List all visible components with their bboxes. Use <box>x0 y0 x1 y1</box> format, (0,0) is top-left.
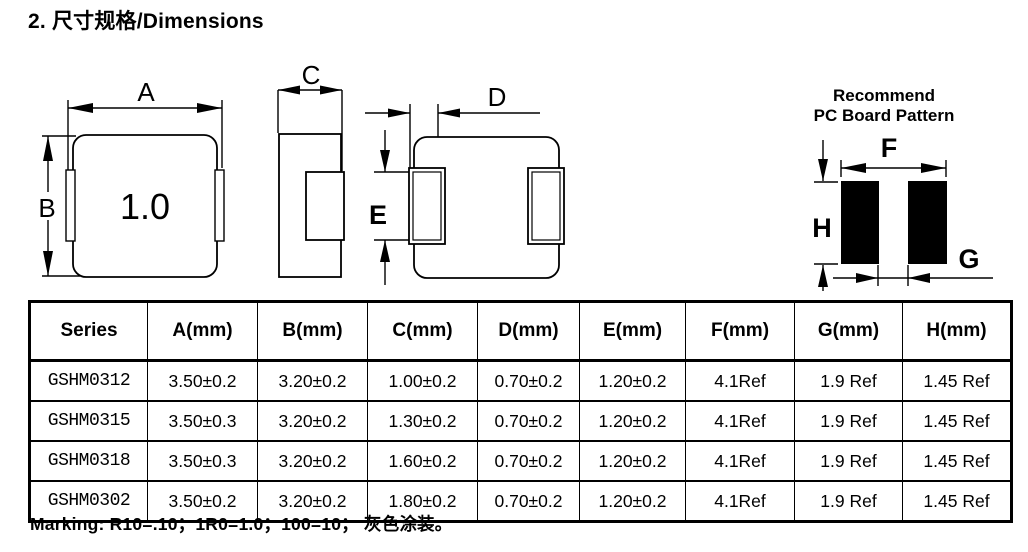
terminal-tab <box>65 169 76 242</box>
arrowhead-icon <box>438 108 460 118</box>
table-cell: 1.9 Ref <box>794 480 903 522</box>
table-cell: 1.45 Ref <box>902 359 1012 402</box>
table-cell: 3.50±0.3 <box>147 440 258 482</box>
col-header-e: E(mm) <box>579 301 686 362</box>
arrowhead-icon <box>380 240 390 262</box>
table-cell: 3.50±0.2 <box>147 359 258 402</box>
table-header-row: Series A(mm) B(mm) C(mm) D(mm) E(mm) F(m… <box>29 301 1012 362</box>
table-cell: 1.80±0.2 <box>367 480 478 522</box>
dimension-drawings: A B 1.0 C <box>36 60 993 291</box>
table-cell: 4.1Ref <box>685 480 795 522</box>
table-row: GSHM0318 3.50±0.3 3.20±0.2 1.60±0.2 0.70… <box>29 440 1012 482</box>
table-cell: 3.20±0.2 <box>257 440 368 482</box>
table-cell: 1.20±0.2 <box>579 440 686 482</box>
table-row: GSHM0302 3.50±0.2 3.20±0.2 1.80±0.2 0.70… <box>29 480 1012 522</box>
arrowhead-icon <box>43 251 53 276</box>
table-cell: 1.45 Ref <box>902 400 1012 442</box>
figure-pcb-pattern: Recommend PC Board Pattern F H G <box>812 86 993 291</box>
arrowhead-icon <box>921 163 946 173</box>
series-cell: GSHM0318 <box>29 440 148 482</box>
table-cell: 3.50±0.3 <box>147 400 258 442</box>
table-row: GSHM0312 3.50±0.2 3.20±0.2 1.00±0.2 0.70… <box>29 359 1012 402</box>
figure-bottom-view: D E <box>364 82 565 285</box>
col-header-f: F(mm) <box>685 301 795 362</box>
arrowhead-icon <box>278 85 300 95</box>
table-cell: 1.60±0.2 <box>367 440 478 482</box>
series-cell: GSHM0312 <box>29 359 148 402</box>
table-cell: 1.9 Ref <box>794 400 903 442</box>
dimensions-table: Series A(mm) B(mm) C(mm) D(mm) E(mm) F(m… <box>28 300 1013 523</box>
marking-note: Marking: R10=.10；1R0=1.0；100=10； 灰色涂装。 <box>30 514 453 534</box>
col-header-a: A(mm) <box>147 301 258 362</box>
arrowhead-icon <box>841 163 866 173</box>
series-cell: GSHM0315 <box>29 400 148 442</box>
table-cell: 1.45 Ref <box>902 440 1012 482</box>
table-cell: 1.9 Ref <box>794 359 903 402</box>
dim-label-e: E <box>369 200 387 230</box>
figure-side-view: C <box>277 60 345 278</box>
col-header-series: Series <box>29 301 148 362</box>
dim-label-b: B <box>38 193 55 223</box>
table-cell: 0.70±0.2 <box>477 480 580 522</box>
arrowhead-icon <box>197 103 222 113</box>
table-cell: 1.30±0.2 <box>367 400 478 442</box>
table-cell: 3.50±0.2 <box>147 480 258 522</box>
table-cell: 4.1Ref <box>685 359 795 402</box>
table-cell: 0.70±0.2 <box>477 359 580 402</box>
dim-label-c: C <box>302 60 321 90</box>
solder-pad <box>841 181 879 264</box>
arrowhead-icon <box>43 136 53 161</box>
terminal-tab <box>214 169 225 242</box>
table-cell: 1.20±0.2 <box>579 359 686 402</box>
dim-label-d: D <box>488 82 507 112</box>
pcb-title-line1: Recommend <box>833 86 935 105</box>
table-cell: 3.20±0.2 <box>257 400 368 442</box>
solder-pad <box>908 181 947 264</box>
table-cell: 1.00±0.2 <box>367 359 478 402</box>
col-header-d: D(mm) <box>477 301 580 362</box>
table-cell: 3.20±0.2 <box>257 480 368 522</box>
col-header-g: G(mm) <box>794 301 903 362</box>
inductance-marking: 1.0 <box>120 186 170 227</box>
col-header-c: C(mm) <box>367 301 478 362</box>
table-row: GSHM0315 3.50±0.3 3.20±0.2 1.30±0.2 0.70… <box>29 400 1012 442</box>
table-cell: 1.20±0.2 <box>579 480 686 522</box>
series-cell: GSHM0302 <box>29 480 148 522</box>
dim-label-g: G <box>958 244 979 274</box>
terminal-pad <box>527 167 565 245</box>
page-title: 2. 尺寸规格/Dimensions <box>28 10 264 33</box>
table-cell: 0.70±0.2 <box>477 440 580 482</box>
table-cell: 3.20±0.2 <box>257 359 368 402</box>
terminal-tab <box>305 171 345 241</box>
arrowhead-icon <box>908 273 930 283</box>
col-header-h: H(mm) <box>902 301 1012 362</box>
table-cell: 4.1Ref <box>685 440 795 482</box>
pcb-title-line2: PC Board Pattern <box>814 106 955 125</box>
terminal-pad <box>408 167 446 245</box>
dim-label-h: H <box>812 213 832 243</box>
table-cell: 1.45 Ref <box>902 480 1012 522</box>
figure-top-view: A B 1.0 <box>36 77 225 278</box>
arrowhead-icon <box>68 103 93 113</box>
arrowhead-icon <box>388 108 410 118</box>
table-cell: 4.1Ref <box>685 400 795 442</box>
arrowhead-icon <box>818 159 828 181</box>
col-header-b: B(mm) <box>257 301 368 362</box>
dim-label-a: A <box>137 77 155 107</box>
arrowhead-icon <box>320 85 342 95</box>
arrowhead-icon <box>380 150 390 172</box>
arrowhead-icon <box>856 273 878 283</box>
table-cell: 0.70±0.2 <box>477 400 580 442</box>
dim-label-f: F <box>881 133 898 163</box>
table-cell: 1.20±0.2 <box>579 400 686 442</box>
table-cell: 1.9 Ref <box>794 440 903 482</box>
